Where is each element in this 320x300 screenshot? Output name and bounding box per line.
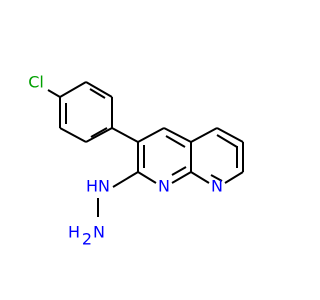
chemical-structure-diagram: Cl HN H N 2 N N [0, 0, 300, 300]
cl-c-bond [47, 89, 61, 98]
biaryl-bond [111, 127, 139, 143]
ring-a-bond-4 [171, 171, 192, 184]
nh2-h-label: H [68, 223, 80, 242]
c2-hydrazine-bond [112, 171, 139, 188]
ring-a-bond-1 [137, 127, 165, 143]
ring-a-double-bond-3 [171, 166, 187, 176]
diagram-background [0, 0, 300, 300]
ring-a-double-bond-1 [165, 135, 186, 148]
ring-b-bond-1 [190, 127, 218, 143]
nh2-subscript-label: 2 [82, 230, 92, 249]
naphthyridine-ring-system [112, 127, 244, 188]
ring-a-bond-2 [163, 127, 192, 143]
ring-a-bond-5 [137, 171, 157, 184]
chlorophenyl-ring [47, 81, 139, 143]
ring-b-double-bond-1 [216, 134, 238, 148]
phenyl-bond-3 [85, 127, 113, 143]
ring-b-bond-4 [224, 171, 244, 184]
ring-b-bond-2 [216, 127, 244, 143]
phenyl-bond-6 [59, 81, 87, 98]
ring-b-bond-5 [190, 171, 210, 184]
phenyl-double-bond-2 [90, 127, 108, 138]
hydrazine-nh-label: HN [86, 177, 110, 196]
phenyl-bond-5 [85, 81, 113, 98]
ring-b-double-bond-3 [210, 174, 223, 182]
chlorine-label: Cl [28, 73, 44, 92]
phenyl-double-bond-3 [89, 88, 106, 99]
ring-n8-label: N [211, 177, 223, 196]
ring-n1-label: N [158, 177, 170, 196]
phenyl-bond-2 [59, 127, 87, 143]
nh2-n-label: N [93, 223, 105, 242]
